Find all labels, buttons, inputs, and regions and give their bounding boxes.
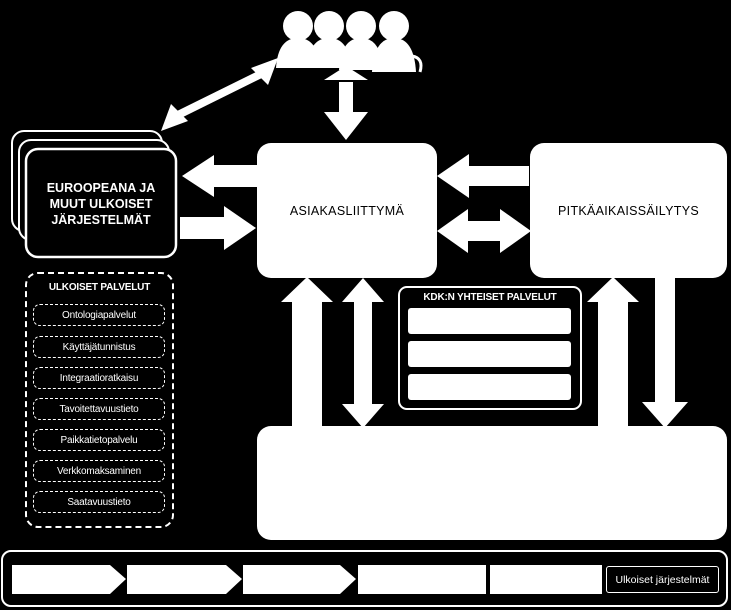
external-service-availability: Saatavuustieto	[33, 491, 165, 513]
external-service-ontology: Ontologiapalvelut	[33, 304, 165, 326]
bottom-external-systems-box: Ulkoiset järjestelmät	[606, 566, 719, 593]
external-systems-line-2: MUUT ULKOISET	[49, 197, 153, 211]
customer-interface-label: ASIAKASLIITTYMÄ	[289, 203, 405, 218]
shared-service-item-1	[408, 308, 571, 334]
arrow-preservation-to-interface	[437, 154, 529, 198]
arrow-preservation-to-repository	[642, 278, 688, 428]
arrow-people-external	[161, 58, 278, 131]
external-service-integration: Integraatioratkaisu	[33, 367, 165, 389]
bottom-segment-5	[490, 565, 602, 594]
external-services-title: ULKOISET PALVELUT	[48, 282, 151, 293]
arrow-interface-to-external	[182, 155, 258, 197]
external-service-payment: Verkkomaksaminen	[33, 460, 165, 482]
preservation-label: PITKÄAIKAISSÄILYTYS	[558, 203, 699, 218]
customer-interface-box: ASIAKASLIITTYMÄ	[257, 143, 437, 278]
arrow-repository-to-interface	[281, 277, 333, 428]
shared-service-item-2	[408, 341, 571, 367]
arrow-interface-repository	[342, 278, 384, 428]
external-systems-line-1: EUROOPEANA JA	[46, 181, 156, 195]
external-service-location: Paikkatietopalvelu	[33, 429, 165, 451]
shared-services-title: KDK:N YHTEISET PALVELUT	[423, 292, 557, 303]
external-service-reachability: Tavoitettavuustieto	[33, 398, 165, 420]
people-group-icon	[276, 11, 423, 73]
bottom-external-systems-label: Ulkoiset järjestelmät	[615, 573, 710, 586]
bottom-segment-4	[358, 565, 486, 594]
external-service-authentication: Käyttäjätunnistus	[33, 336, 165, 358]
arrow-interface-preservation	[437, 209, 531, 253]
bottom-chevrons	[12, 565, 356, 594]
arrow-people-interface	[324, 66, 368, 140]
external-systems-line-3: JÄRJESTELMÄT	[51, 213, 151, 227]
arrow-repository-to-preservation	[587, 277, 639, 428]
external-systems-label: EUROOPEANA JA MUUT ULKOISET JÄRJESTELMÄT	[28, 172, 174, 236]
external-services-frame	[25, 272, 174, 528]
preservation-box: PITKÄAIKAISSÄILYTYS	[530, 143, 727, 278]
shared-service-item-3	[408, 374, 571, 400]
arrow-external-to-interface	[180, 206, 256, 250]
bottom-bar-frame	[1, 550, 728, 607]
repository-box	[257, 426, 727, 540]
external-systems-stack	[11, 130, 178, 259]
